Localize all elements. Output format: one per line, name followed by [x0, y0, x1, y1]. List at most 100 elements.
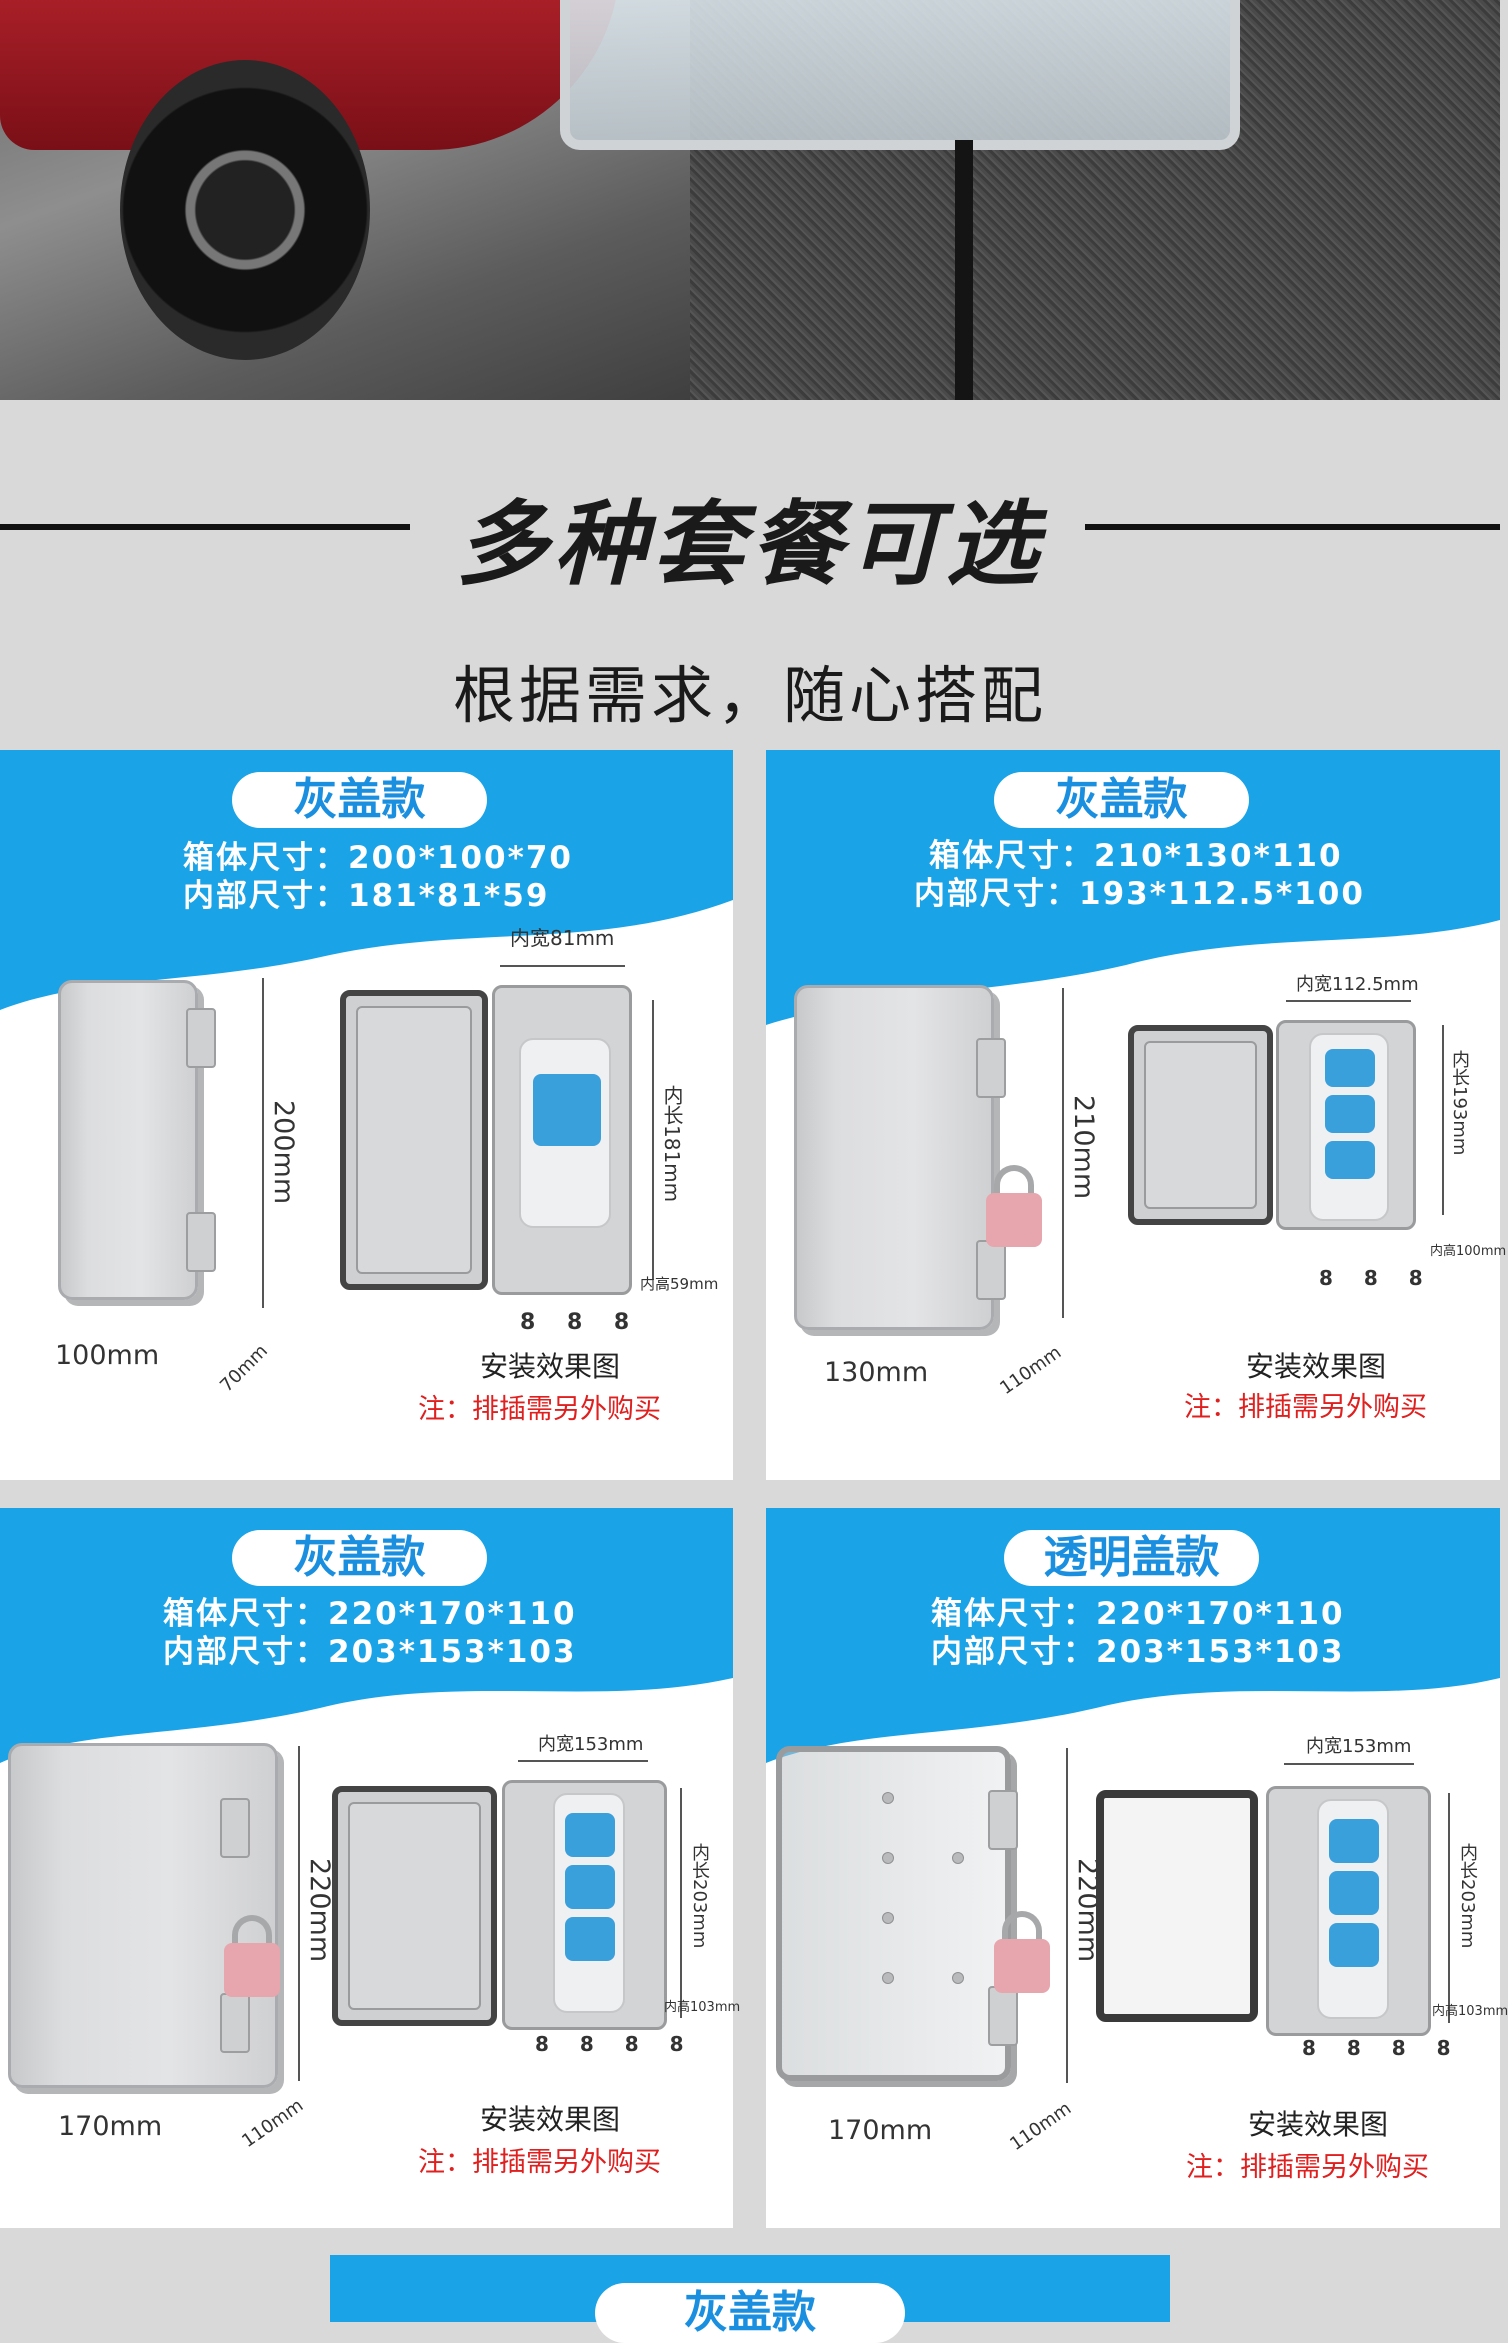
- inner-width-label: 内宽153mm: [1306, 1736, 1412, 1757]
- outlet-icon: [565, 1865, 615, 1909]
- hinge-icon: [976, 1038, 1006, 1098]
- measure-line: [500, 965, 625, 967]
- outer-size-spec: 箱体尺寸：200*100*70: [183, 840, 573, 876]
- inner-height-label: 内高103mm: [1432, 2004, 1508, 2019]
- product-card-5-partial[interactable]: 灰盖款: [330, 2255, 1170, 2343]
- install-caption: 安装效果图: [480, 1350, 621, 1383]
- outer-height-label: 200mm: [268, 1100, 299, 1205]
- power-strip-image: [1309, 1033, 1389, 1221]
- install-caption: 安装效果图: [1248, 2108, 1389, 2141]
- variant-badge: 灰盖款: [994, 772, 1249, 828]
- outlet-icon: [1325, 1049, 1375, 1087]
- variant-badge: 透明盖款: [1004, 1530, 1259, 1586]
- outer-width-label: 170mm: [828, 2115, 933, 2146]
- screw-size-labels: 8 8 8: [520, 1310, 642, 1335]
- outer-width-label: 130mm: [824, 1357, 929, 1388]
- product-card-3[interactable]: 灰盖款 箱体尺寸：220*170*110 内部尺寸：203*153*103 22…: [0, 1508, 740, 2228]
- outlet-icon: [533, 1074, 601, 1146]
- measure-line: [1062, 988, 1064, 1318]
- measure-line: [518, 1760, 648, 1762]
- variant-badge: 灰盖款: [232, 1530, 487, 1586]
- mounting-pole-image: [955, 140, 973, 400]
- outlet-icon: [565, 1813, 615, 1857]
- inner-size-spec: 内部尺寸：203*153*103: [163, 1634, 577, 1670]
- padlock-shackle-icon: [994, 1165, 1034, 1201]
- measure-line: [680, 1788, 682, 2018]
- hinge-icon: [186, 1212, 216, 1272]
- product-card-4[interactable]: 透明盖款 箱体尺寸：220*170*110 内部尺寸：203*153*103 2…: [766, 1508, 1508, 2228]
- purchase-note: 注：排插需另外购买: [418, 1394, 661, 1425]
- hinge-icon: [186, 1008, 216, 1068]
- scooter-wheel-image: [120, 60, 370, 360]
- outer-height-label: 220mm: [304, 1858, 335, 1963]
- install-caption: 安装效果图: [480, 2103, 621, 2136]
- inner-width-label: 内宽112.5mm: [1296, 974, 1419, 995]
- measure-line: [652, 1000, 654, 1280]
- outer-width-label: 100mm: [55, 1340, 160, 1371]
- hero-photo: [0, 0, 1500, 400]
- outer-width-label: 170mm: [58, 2111, 163, 2142]
- measure-line: [1442, 1025, 1444, 1215]
- hinge-icon: [988, 1986, 1018, 2046]
- inner-length-label: 内长181mm: [660, 1085, 684, 1203]
- transparent-lid-image: [1096, 1790, 1258, 2022]
- variant-badge: 灰盖款: [232, 772, 487, 828]
- inner-size-spec: 内部尺寸：193*112.5*100: [914, 876, 1365, 912]
- measure-line: [1286, 1000, 1411, 1002]
- open-base-image: [1276, 1020, 1416, 1230]
- title-rule-left: [0, 524, 410, 530]
- open-lid-image: [332, 1786, 497, 2026]
- screw-size-labels: 8 8 8 8: [535, 2032, 696, 2056]
- hinge-icon: [976, 1240, 1006, 1300]
- inner-height-label: 内高103mm: [664, 2000, 741, 2015]
- measure-line: [262, 978, 264, 1308]
- padlock-icon: [994, 1939, 1050, 1993]
- inner-width-label: 内宽81mm: [510, 926, 615, 950]
- open-base-image: [492, 985, 632, 1295]
- waterproof-box-image: [560, 0, 1240, 150]
- measure-line: [298, 1746, 300, 2081]
- section-subtitle: 根据需求，随心搭配: [452, 659, 1047, 732]
- hinge-icon: [220, 1798, 250, 1858]
- padlock-shackle-icon: [1002, 1911, 1042, 1947]
- measure-line: [1284, 1763, 1414, 1765]
- open-base-image: [1266, 1786, 1431, 2036]
- purchase-note: 注：排插需另外购买: [418, 2147, 661, 2178]
- power-strip-image: [1317, 1799, 1389, 2019]
- screw-size-labels: 8 8 8 8: [1302, 2036, 1463, 2060]
- install-caption: 安装效果图: [1246, 1350, 1387, 1383]
- inner-height-label: 内高100mm: [1430, 1244, 1507, 1259]
- inner-length-label: 内长193mm: [1449, 1050, 1470, 1156]
- padlock-icon: [986, 1193, 1042, 1247]
- inner-width-label: 内宽153mm: [538, 1734, 644, 1755]
- inner-size-spec: 内部尺寸：181*81*59: [183, 878, 550, 914]
- transparent-box-image: [776, 1746, 1011, 2081]
- padlock-shackle-icon: [232, 1915, 272, 1951]
- hinge-icon: [220, 1993, 250, 2053]
- title-rule-right: [1085, 524, 1500, 530]
- open-base-image: [502, 1780, 667, 2030]
- variant-badge: 灰盖款: [595, 2283, 905, 2343]
- product-card-1[interactable]: 灰盖款 箱体尺寸：200*100*70 内部尺寸：181*81*59 200mm…: [0, 750, 733, 1480]
- open-lid-image: [1128, 1025, 1273, 1225]
- product-card-2[interactable]: 灰盖款 箱体尺寸：210*130*110 内部尺寸：193*112.5*100 …: [766, 750, 1506, 1480]
- padlock-icon: [224, 1943, 280, 1997]
- purchase-note: 注：排插需另外购买: [1184, 1392, 1427, 1423]
- purchase-note: 注：排插需另外购买: [1186, 2152, 1429, 2183]
- inner-height-label: 内高59mm: [640, 1275, 719, 1293]
- hinge-icon: [988, 1790, 1018, 1850]
- outlet-icon: [1329, 1819, 1379, 1863]
- closed-box-image: [58, 980, 198, 1300]
- outer-size-spec: 箱体尺寸：220*170*110: [163, 1596, 577, 1632]
- outer-size-spec: 箱体尺寸：220*170*110: [931, 1596, 1345, 1632]
- power-strip-image: [519, 1038, 611, 1228]
- outer-height-label: 210mm: [1068, 1095, 1099, 1200]
- measure-line: [1448, 1793, 1450, 2023]
- inner-length-label: 内长203mm: [689, 1843, 710, 1949]
- open-lid-image: [340, 990, 488, 1290]
- outlet-icon: [1325, 1095, 1375, 1133]
- outer-size-spec: 箱体尺寸：210*130*110: [929, 838, 1343, 874]
- section-title: 多种套餐可选: [455, 491, 1044, 598]
- outlet-icon: [1325, 1141, 1375, 1179]
- outlet-icon: [565, 1917, 615, 1961]
